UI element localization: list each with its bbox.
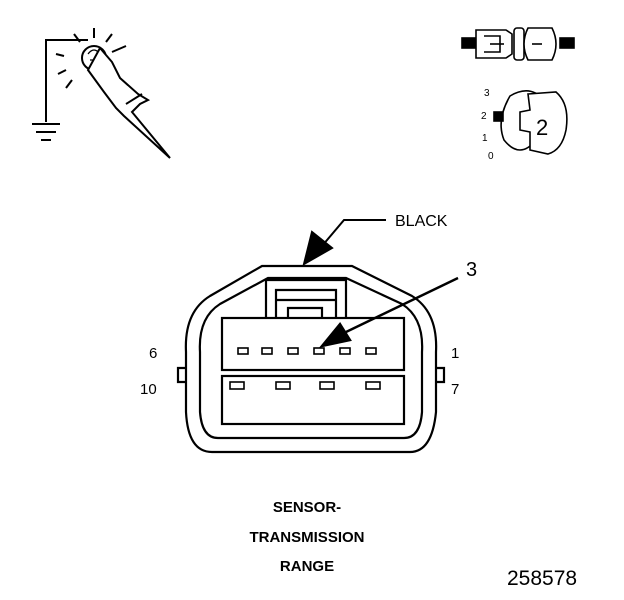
title-line-1: SENSOR- xyxy=(272,499,342,516)
pin-slot xyxy=(313,347,325,355)
terminal-callout-label: 3 xyxy=(466,259,478,281)
figure-number: 258578 xyxy=(507,567,578,590)
pin-slot xyxy=(339,347,351,355)
terminal-3-leader-arrow xyxy=(318,276,459,348)
pin-slot xyxy=(229,381,245,390)
test-probe-icon xyxy=(32,28,171,159)
pin-slot xyxy=(261,347,273,355)
pin-slot xyxy=(275,381,291,390)
connector-icon xyxy=(461,27,575,61)
pin-slot xyxy=(237,347,249,355)
scale-tick-3: 3 xyxy=(484,88,490,99)
pin-slot xyxy=(319,381,335,390)
title-line-2: TRANSMISSION xyxy=(249,529,365,546)
pin-row-upper xyxy=(237,347,377,355)
pin-number-1: 1 xyxy=(451,345,460,362)
ground-symbol-icon xyxy=(32,123,60,141)
pin-slot xyxy=(365,381,381,390)
pin-number-7: 7 xyxy=(451,381,460,398)
light-rays-icon xyxy=(55,28,127,89)
pin-number-6: 6 xyxy=(149,345,158,362)
title-line-3: RANGE xyxy=(279,558,335,575)
connector-body xyxy=(176,264,446,454)
pin-number-10: 10 xyxy=(140,381,157,398)
black-wire-label: BLACK xyxy=(395,213,448,230)
pin-terminal-icon xyxy=(493,90,568,155)
pin-slot xyxy=(365,347,377,355)
scale-tick-1: 1 xyxy=(482,133,488,144)
black-leader-arrow xyxy=(302,219,386,267)
scale-tick-0: 0 xyxy=(488,151,494,162)
pin-row-lower xyxy=(229,381,381,390)
scale-tick-2: 2 xyxy=(481,111,487,122)
pin-slot xyxy=(287,347,299,355)
step-number: 2 xyxy=(536,115,549,140)
